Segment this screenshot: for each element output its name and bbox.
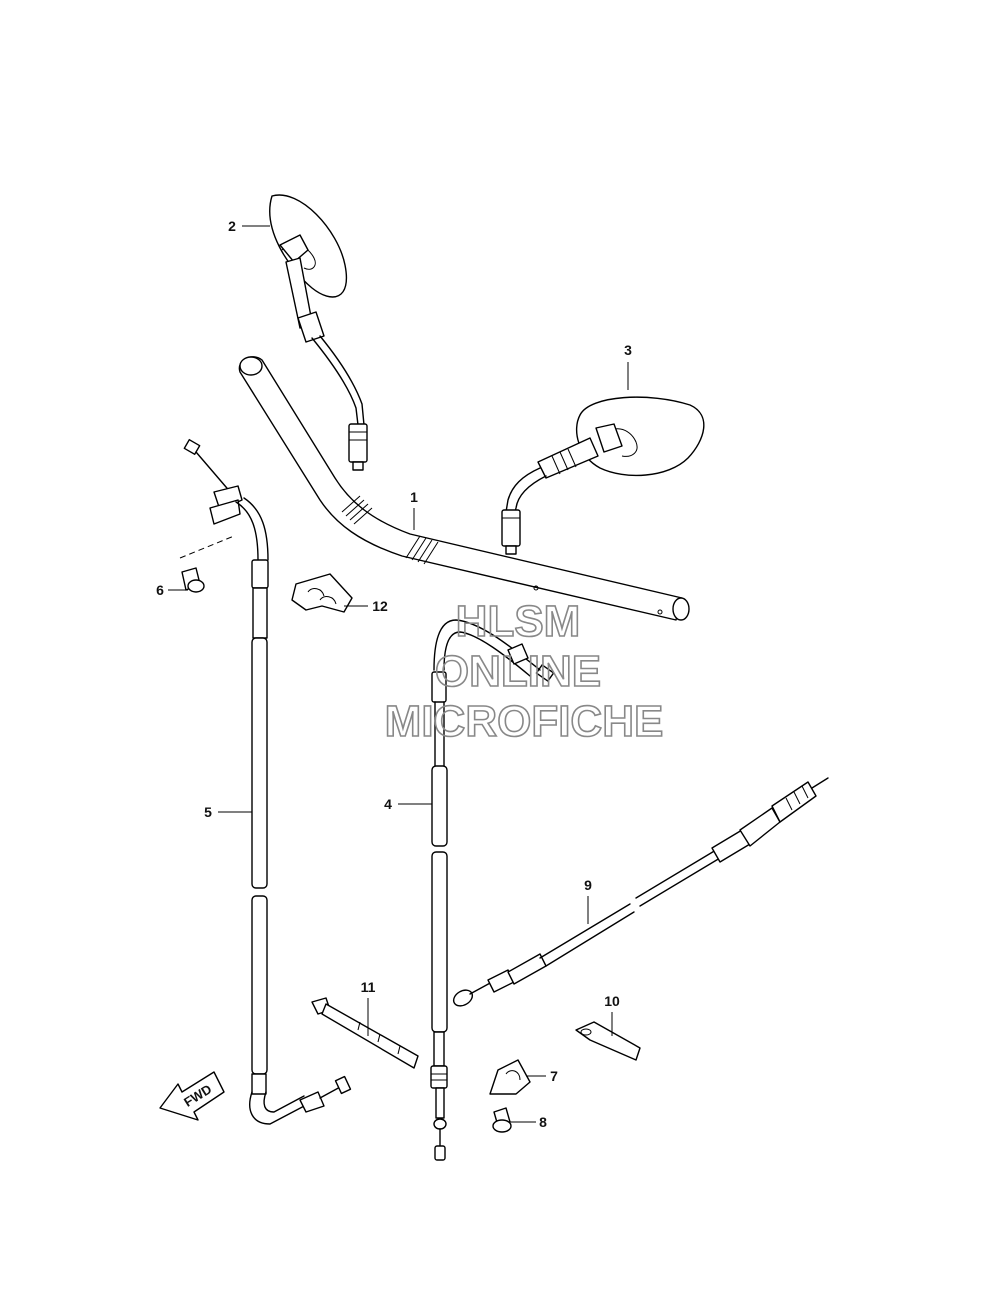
callout-7: 7 xyxy=(550,1068,558,1084)
part-11-cable-tie xyxy=(311,997,419,1069)
callout-2: 2 xyxy=(228,218,236,234)
callout-11: 11 xyxy=(361,979,376,995)
part-2-left-mirror xyxy=(269,194,368,471)
callout-leaders xyxy=(168,225,629,1123)
watermark: HLSM ONLINE MICROFICHE xyxy=(384,596,664,747)
callout-1: 1 xyxy=(410,489,418,505)
callout-8: 8 xyxy=(539,1114,547,1130)
watermark-line-2: ONLINE xyxy=(435,647,601,696)
part-6-bolt xyxy=(181,567,205,593)
part-7-clip xyxy=(489,1059,531,1095)
callout-3: 3 xyxy=(624,342,632,358)
callout-labels: 1 2 3 4 5 6 7 8 9 10 11 12 xyxy=(156,218,632,1130)
callout-12: 12 xyxy=(372,598,388,614)
part-8-bolt xyxy=(492,1107,512,1133)
callout-10: 10 xyxy=(604,993,620,1009)
part-4-cable xyxy=(430,619,555,1161)
watermark-line-3: MICROFICHE xyxy=(385,697,664,746)
part-5-cable xyxy=(179,438,352,1125)
part-10-bracket xyxy=(575,1021,641,1061)
part-12-clamp xyxy=(291,573,353,613)
watermark-line-1: HLSM xyxy=(456,597,581,646)
callout-6: 6 xyxy=(156,582,164,598)
part-1-handlebar xyxy=(238,356,690,621)
callout-5: 5 xyxy=(204,804,212,820)
callout-4: 4 xyxy=(384,796,392,812)
part-9-cable xyxy=(452,777,829,1007)
part-3-right-mirror xyxy=(501,396,705,555)
callout-9: 9 xyxy=(584,877,592,893)
fwd-direction-arrow: FWD xyxy=(159,1071,225,1121)
